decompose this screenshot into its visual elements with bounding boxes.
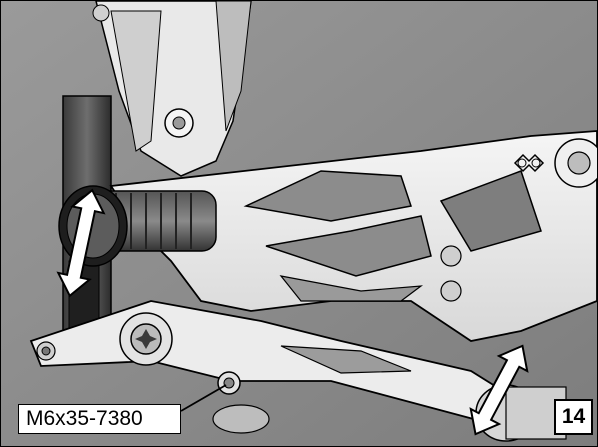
callout-leader-line [180,384,227,412]
lever-arm [29,300,513,434]
double-arrow-icon [56,188,106,298]
part-callout-label: M6x35-7380 [18,404,181,434]
rearset-bracket [109,130,597,342]
double-arrow-icon [469,344,529,436]
frame-upper [92,1,252,177]
gilles-logo-icon [513,153,545,173]
step-number-badge: 14 [554,399,593,435]
